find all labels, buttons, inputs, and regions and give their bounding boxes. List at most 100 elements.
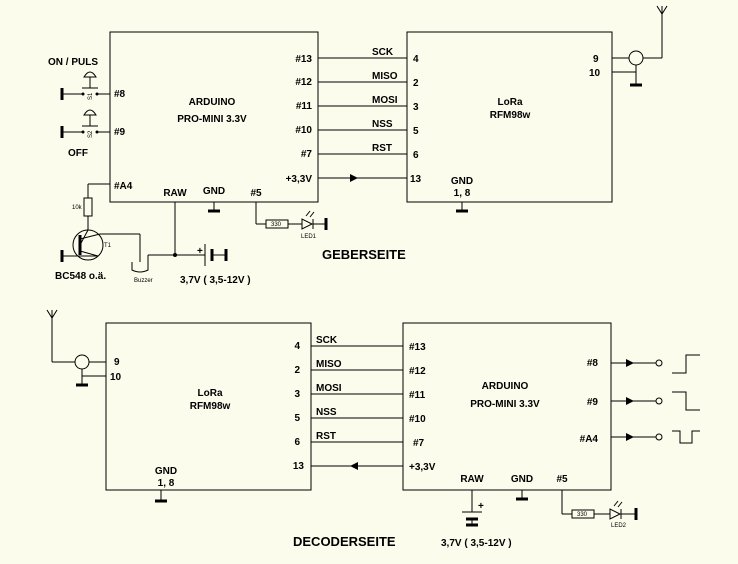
bottom-out-pin-a4: #A4 xyxy=(580,434,599,445)
top-ard-pin-13: #13 xyxy=(295,54,312,65)
bottom-power-arrow xyxy=(350,462,358,470)
bottom-lora-pin-4: 4 xyxy=(294,341,300,352)
top-buzzer-icon xyxy=(131,254,175,273)
top-resistor-330-icon xyxy=(265,219,289,229)
top-section-title: GEBERSEITE xyxy=(322,247,406,262)
bottom-resistor-330-label: 330 xyxy=(577,512,588,518)
top-power-arrow xyxy=(350,174,358,182)
top-lora-ground-icon xyxy=(454,202,470,213)
bottom-ard-pin-3v3: +3,3V xyxy=(409,462,436,473)
bottom-battery-plus: + xyxy=(478,501,484,512)
bottom-section-title: DECODERSEITE xyxy=(293,534,396,549)
bottom-signal-sck: SCK xyxy=(316,335,338,346)
bottom-arduino-block xyxy=(402,322,612,491)
bottom-section: LoRa RFM98w ARDUINO PRO-MINI 3.3V 4 2 3 … xyxy=(46,309,700,549)
top-transistor-ref: T1 xyxy=(104,243,112,249)
bottom-antenna-icon xyxy=(46,309,106,387)
top-resistor-330-label: 330 xyxy=(271,222,282,228)
top-antenna-icon xyxy=(612,5,668,87)
top-lora-pin-5: 5 xyxy=(413,126,419,137)
bottom-battery-label: 3,7V ( 3,5-12V ) xyxy=(441,538,512,549)
top-lora-gnd-label: GND xyxy=(451,176,473,187)
bottom-led-label: LED2 xyxy=(611,523,627,529)
top-lora-pin-3: 3 xyxy=(413,102,419,113)
top-left-pin-9: #9 xyxy=(114,127,126,138)
bottom-gnd-icon xyxy=(514,490,530,501)
top-battery-plus: + xyxy=(197,246,203,257)
top-battery-icon xyxy=(200,244,228,266)
bottom-lora-pin-13: 13 xyxy=(293,461,305,472)
bottom-lora-model: RFM98w xyxy=(190,401,231,412)
top-ard-pin-3v3: +3,3V xyxy=(286,174,313,185)
top-lora-pin-13: 13 xyxy=(410,174,422,185)
bottom-lora-block xyxy=(105,322,312,491)
top-bottom-pin-5: #5 xyxy=(250,188,262,199)
bottom-ard-pin-11: #11 xyxy=(409,390,426,401)
top-led-label: LED1 xyxy=(301,234,317,240)
top-lora-pin-2: 2 xyxy=(413,78,419,89)
top-transistor-icon xyxy=(60,229,141,262)
top-switch-off-label: OFF xyxy=(68,148,88,159)
top-transistor-label: BC548 o.ä. xyxy=(55,271,106,282)
bottom-lora-gnd-label: GND xyxy=(155,466,177,477)
bottom-output-9-icon xyxy=(611,391,700,411)
bottom-lora-ground-icon xyxy=(153,490,169,503)
bottom-lora-pin-9: 9 xyxy=(114,357,120,368)
top-signal-nss: NSS xyxy=(372,119,393,130)
top-lora-block xyxy=(406,31,613,203)
bottom-bottom-pin-raw: RAW xyxy=(460,474,484,485)
top-lora-model: RFM98w xyxy=(490,110,531,121)
bottom-lora-pin-2: 2 xyxy=(294,365,300,376)
bottom-out-pin-8: #8 xyxy=(587,358,599,369)
bottom-lora-pin-6: 6 xyxy=(294,437,300,448)
top-lora-gnd-pins: 1, 8 xyxy=(454,188,471,199)
top-spi-lines xyxy=(318,57,407,182)
top-lora-name: LoRa xyxy=(498,97,523,108)
top-arduino-model: PRO-MINI 3.3V xyxy=(177,114,247,125)
bottom-ard-pin-12: #12 xyxy=(409,366,426,377)
top-lora-pin-6: 6 xyxy=(413,150,419,161)
bottom-output-a4-icon xyxy=(611,430,700,444)
bottom-lora-pin-3: 3 xyxy=(294,389,300,400)
bottom-ard-pin-7: #7 xyxy=(413,438,425,449)
top-section: ARDUINO PRO-MINI 3.3V LoRa RFM98w #13 #1… xyxy=(48,5,668,286)
bottom-signal-miso: MISO xyxy=(316,359,342,370)
bottom-battery-icon xyxy=(462,490,482,527)
bottom-out-pin-9: #9 xyxy=(587,397,599,408)
top-signal-sck: SCK xyxy=(372,47,394,58)
top-buzzer-label: Buzzer xyxy=(134,278,153,284)
bottom-led-wire xyxy=(561,490,638,520)
bottom-ard-pin-13: #13 xyxy=(409,342,426,353)
top-bottom-pin-raw: RAW xyxy=(163,188,187,199)
bottom-signal-nss: NSS xyxy=(316,407,337,418)
bottom-arduino-model: PRO-MINI 3.3V xyxy=(470,399,540,410)
bottom-lora-gnd-pins: 1, 8 xyxy=(158,478,175,489)
top-a4-wire xyxy=(87,183,110,198)
bottom-bottom-pin-5: #5 xyxy=(556,474,568,485)
top-led-icon xyxy=(301,210,315,230)
top-lora-pin-10: 10 xyxy=(589,68,601,79)
bottom-lora-pin-5: 5 xyxy=(294,413,300,424)
bottom-arduino-name: ARDUINO xyxy=(482,381,529,392)
bottom-ard-pin-10: #10 xyxy=(409,414,426,425)
top-signal-rst: RST xyxy=(372,143,392,154)
bottom-bottom-pin-gnd: GND xyxy=(511,474,533,485)
top-pushbutton-off-icon xyxy=(60,109,110,138)
bottom-signal-mosi: MOSI xyxy=(316,383,342,394)
bottom-lora-name: LoRa xyxy=(198,388,223,399)
top-switch-ref-1: S1 xyxy=(88,92,94,100)
bottom-resistor-330-icon xyxy=(571,509,595,519)
top-switch-ref-2: S2 xyxy=(88,130,94,138)
bottom-led-icon xyxy=(609,500,623,520)
top-resistor-10k-icon xyxy=(83,197,93,217)
top-left-pin-8: #8 xyxy=(114,89,126,100)
top-signal-miso: MISO xyxy=(372,71,398,82)
top-signal-mosi: MOSI xyxy=(372,95,398,106)
top-ard-pin-12: #12 xyxy=(295,77,312,88)
top-lora-pin-4: 4 xyxy=(413,54,419,65)
top-switch-on-label: ON / PULS xyxy=(48,57,98,68)
top-ard-pin-7: #7 xyxy=(301,149,313,160)
top-ard-pin-11: #11 xyxy=(296,101,313,112)
top-resistor-10k-label: 10k xyxy=(72,205,83,211)
